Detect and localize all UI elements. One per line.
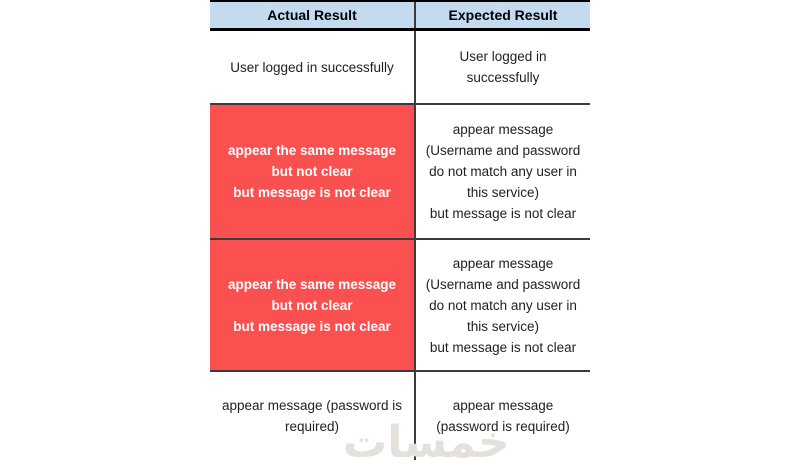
cell-text-line: but message is not clear	[233, 185, 391, 200]
cell-text-line: User logged in successfully	[230, 59, 394, 75]
cell-text-line: but message is not clear	[429, 206, 577, 221]
cell-text-line: do not match any user in	[429, 164, 577, 179]
results-table: Actual Result Expected Result User logge…	[210, 0, 590, 460]
cell-text-line: but message is not clear	[233, 318, 391, 334]
cell-text-line: appear message	[452, 398, 554, 413]
table-row: User logged in successfully User logged …	[210, 31, 590, 105]
cell-text-line: appear the same message	[227, 276, 397, 292]
cell-text-line: (Username and password	[425, 143, 581, 158]
cell-text-line: appear the same message	[227, 143, 397, 158]
cell-text-line: successfully	[466, 70, 540, 85]
cell-actual-result-highlighted: appear the same message but not clear bu…	[210, 105, 414, 238]
cell-expected-result: User logged in successfully	[414, 31, 590, 103]
table-header-row: Actual Result Expected Result	[210, 0, 590, 31]
table-row: appear the same message but not clear bu…	[210, 105, 590, 240]
cell-text-line: appear message	[452, 122, 554, 137]
cell-text-line: appear message	[452, 255, 554, 271]
cell-actual-result: appear message (password is required)	[210, 372, 414, 460]
cell-text-line: this service)	[466, 318, 539, 334]
column-header-actual-result: Actual Result	[210, 2, 414, 28]
cell-text-line: (password is required)	[436, 419, 570, 434]
cell-text-line: appear message (password is	[221, 398, 403, 413]
cell-expected-result: appear message (Username and password do…	[414, 105, 590, 238]
cell-text-line: do not match any user in	[429, 297, 577, 313]
cell-expected-result: appear message (Username and password do…	[414, 240, 590, 370]
cell-text-line: but not clear	[271, 297, 353, 313]
column-header-label: Expected Result	[448, 6, 558, 23]
cell-text-line: required)	[284, 419, 340, 434]
table-row: appear message (password is required) ap…	[210, 372, 590, 460]
cell-text-line: but message is not clear	[429, 339, 577, 355]
cell-text-line: (Username and password	[425, 276, 581, 292]
cell-expected-result: appear message (password is required)	[414, 372, 590, 460]
cell-actual-result-highlighted: appear the same message but not clear bu…	[210, 240, 414, 370]
column-header-label: Actual Result	[267, 6, 357, 23]
cell-actual-result: User logged in successfully	[210, 31, 414, 103]
cell-text-line: but not clear	[271, 164, 353, 179]
column-header-expected-result: Expected Result	[414, 2, 590, 28]
table-row: appear the same message but not clear bu…	[210, 240, 590, 372]
cell-text-line: User logged in	[459, 49, 547, 64]
cell-text-line: this service)	[466, 185, 539, 200]
